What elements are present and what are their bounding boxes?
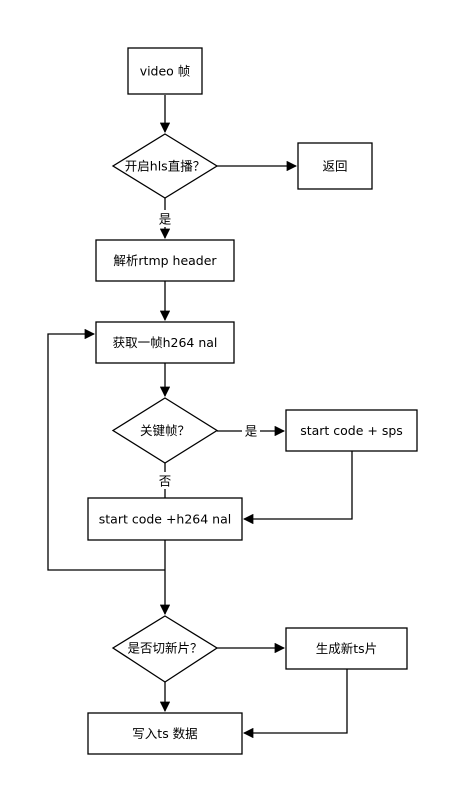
node-hls-enabled: 开启hls直播？: [111, 133, 219, 199]
edge-labels: 是 是 否: [156, 210, 260, 489]
node-video-frame-label: video 帧: [140, 64, 191, 79]
nodes: video 帧 开启hls直播？ 返回 解析rtmp header 获取一帧h2…: [87, 47, 418, 755]
node-start-sps: start code + sps: [285, 409, 418, 452]
node-return-label: 返回: [322, 159, 347, 174]
edge-label-hls-yes: 是: [159, 212, 172, 227]
node-hls-enabled-label: 开启hls直播？: [125, 159, 205, 174]
node-write-ts-label: 写入ts 数据: [132, 726, 197, 741]
node-gen-ts-label: 生成新ts片: [316, 641, 377, 656]
node-return: 返回: [297, 142, 373, 190]
node-keyframe: 关键帧？: [111, 397, 219, 464]
edge-sps-to-startnal: [242, 451, 353, 525]
edge-label-keyframe-yes: 是: [245, 424, 258, 439]
edge-gents-to-writets: [242, 669, 348, 739]
node-parse-header-label: 解析rtmp header: [113, 253, 217, 268]
edge-label-keyframe-no: 否: [159, 474, 172, 489]
node-write-ts: 写入ts 数据: [87, 712, 243, 755]
node-start-sps-label: start code + sps: [300, 423, 403, 438]
node-keyframe-label: 关键帧？: [140, 423, 190, 438]
node-get-nal-label: 获取一帧h264 nal: [113, 335, 218, 350]
node-get-nal: 获取一帧h264 nal: [95, 321, 235, 364]
node-cut-new: 是否切新片？: [111, 615, 219, 683]
node-start-nal-label: start code +h264 nal: [99, 512, 232, 527]
edge-loop-to-getnal: [47, 328, 165, 571]
node-gen-ts: 生成新ts片: [285, 627, 408, 670]
node-video-frame: video 帧: [127, 47, 203, 95]
node-cut-new-label: 是否切新片？: [127, 641, 202, 656]
node-parse-header: 解析rtmp header: [95, 239, 235, 282]
node-start-nal: start code +h264 nal: [87, 497, 243, 541]
